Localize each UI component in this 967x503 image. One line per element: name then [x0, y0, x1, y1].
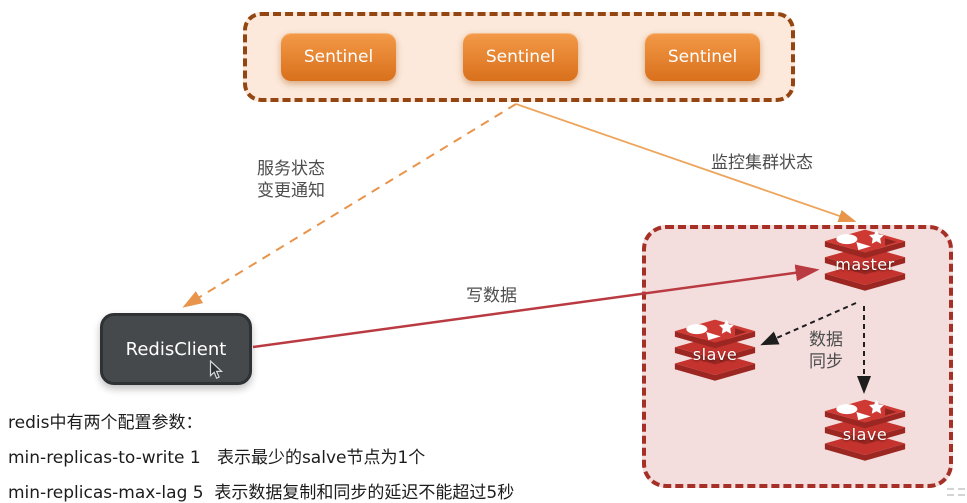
- notify-edge-label: 服务状态 变更通知: [257, 158, 325, 203]
- redis-slave-node-2: slave: [822, 398, 908, 470]
- redis-cube-icon: [824, 399, 906, 461]
- redis-cube-icon: [824, 229, 906, 291]
- sentinel-group-box: Sentinel Sentinel Sentinel: [243, 12, 795, 102]
- sentinel-node-2: Sentinel: [463, 33, 578, 81]
- sentinel-node-1: Sentinel: [281, 33, 396, 81]
- slave-label: slave: [692, 345, 738, 364]
- write-edge-label: 写数据: [466, 286, 517, 306]
- note-config-intro: redis中有两个配置参数：: [8, 413, 203, 433]
- watermark-dash: [947, 494, 954, 496]
- watermark-dash: [947, 488, 954, 490]
- notify-edge-label-line1: 服务状态: [257, 159, 325, 179]
- redis-master-node: master: [822, 228, 908, 300]
- edge-notify-dashed-arrow: [182, 103, 517, 308]
- sync-edge-label: 数据 同步: [809, 329, 843, 374]
- mouse-cursor: [209, 359, 224, 385]
- master-label: master: [835, 255, 895, 274]
- sentinel-node-3: Sentinel: [645, 33, 760, 81]
- note-min-replicas-max-lag: min-replicas-max-lag 5 表示数据复制和同步的延迟不能超过5…: [8, 483, 515, 503]
- monitor-edge-label: 监控集群状态: [711, 153, 813, 173]
- sync-edge-label-line2: 同步: [809, 352, 843, 373]
- watermark-dash: [958, 488, 965, 490]
- redis-slave-node-1: slave: [672, 318, 758, 390]
- note-min-replicas-to-write: min-replicas-to-write 1 表示最少的salve节点为1个: [8, 448, 426, 468]
- redis-client-node: RedisClient: [100, 313, 252, 385]
- notify-edge-label-line2: 变更通知: [257, 181, 325, 202]
- slave-label: slave: [842, 425, 888, 444]
- watermark-dash: [958, 494, 965, 496]
- sync-edge-label-line1: 数据: [809, 330, 843, 350]
